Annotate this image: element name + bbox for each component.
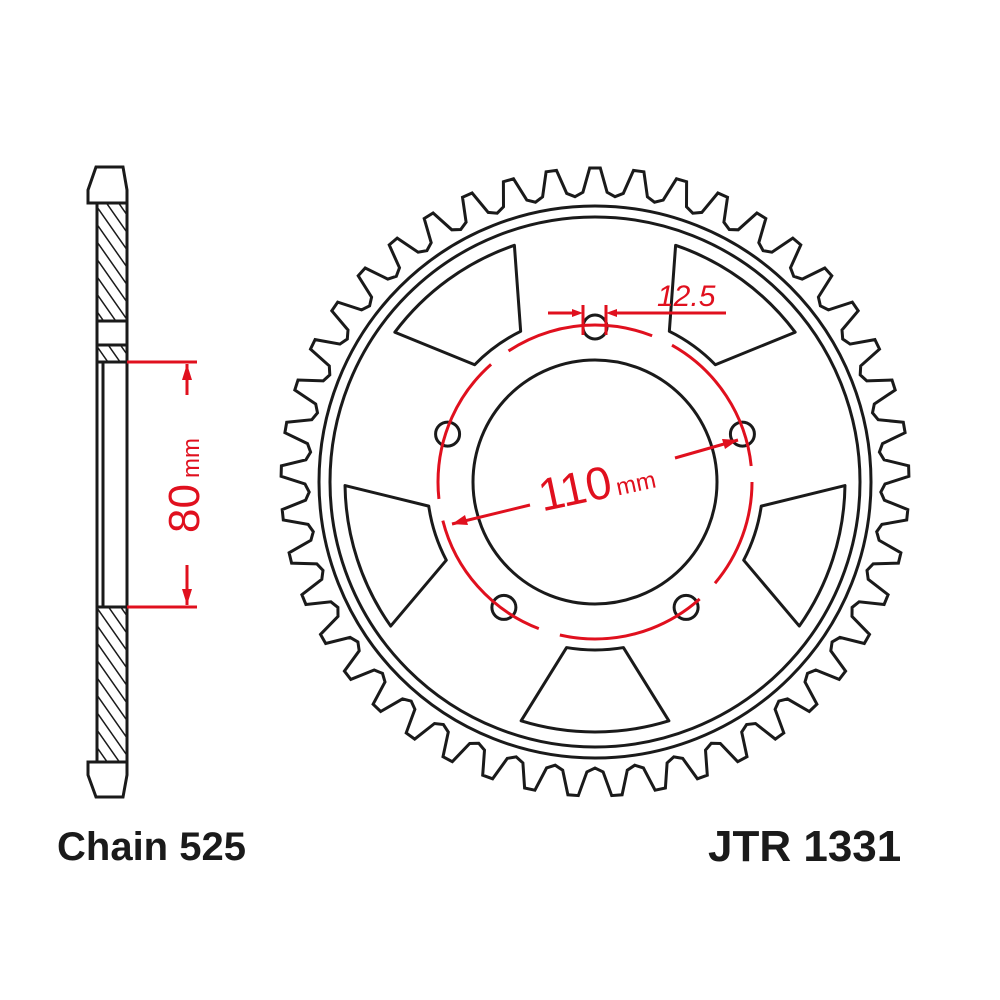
inner-ring <box>328 215 862 749</box>
bolt-circle-text: 110mm <box>534 446 660 521</box>
front-dimensions <box>436 305 754 641</box>
lightening-cutout <box>393 243 523 367</box>
side-view <box>86 165 129 799</box>
bolt-hole <box>672 593 700 621</box>
bolt-hole <box>490 593 518 621</box>
lightening-cutout <box>742 484 847 628</box>
bolt-hole <box>728 420 756 448</box>
lightening-cutout <box>519 646 671 734</box>
bolt-hole <box>434 420 462 448</box>
bolt-circle-line <box>436 323 754 641</box>
bolt-hole <box>581 313 609 341</box>
sprocket-teeth-outline <box>279 166 911 798</box>
side-dimension-80mm <box>127 360 197 609</box>
center-bore <box>471 358 719 606</box>
arrow-head <box>572 309 583 317</box>
outer-ring <box>317 204 873 760</box>
chain-label: Chain 525 <box>57 825 246 869</box>
bolt-hole-text: 12.5 <box>657 280 716 313</box>
part-number: JTR 1331 <box>708 822 902 871</box>
side-dimension-text: 80mm <box>160 438 209 533</box>
arrow-head <box>722 439 738 449</box>
lightening-cutout <box>343 484 448 628</box>
arrow-head <box>606 309 617 317</box>
lightening-cutout <box>667 243 797 367</box>
front-view <box>279 166 911 798</box>
arrow-head <box>452 515 468 525</box>
